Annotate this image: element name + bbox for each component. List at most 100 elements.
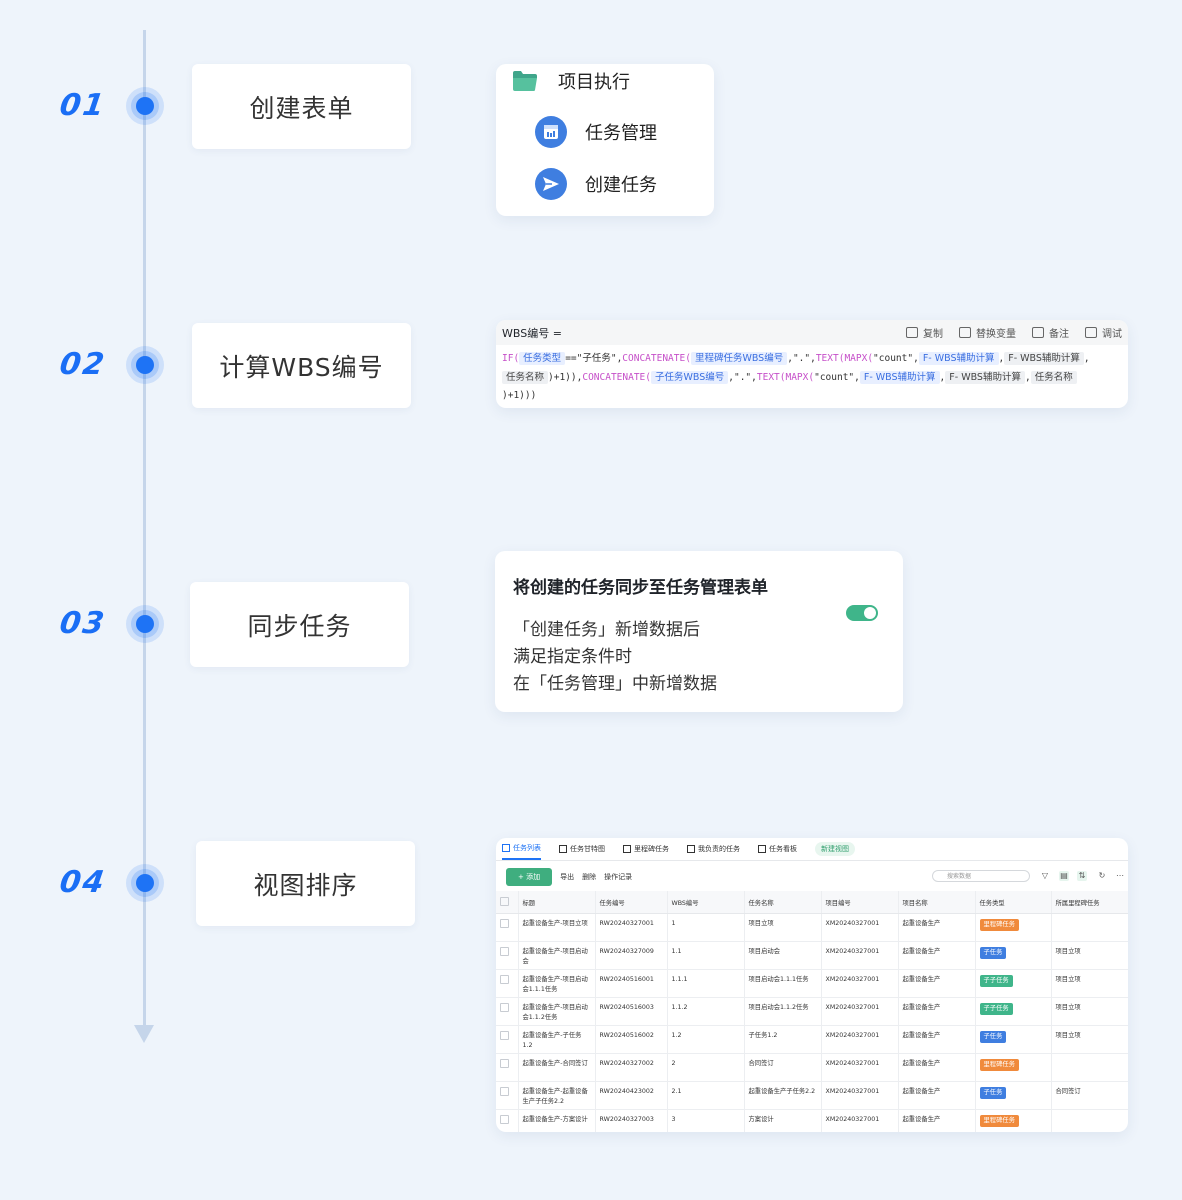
field-token: F- WBS辅助计算	[1004, 352, 1084, 365]
sync-rule-panel: 将创建的任务同步至任务管理表单 「创建任务」新增数据后 满足指定条件时 在「任务…	[495, 551, 903, 712]
table-view-panel: 任务列表 任务甘特图 里程碑任务 我负责的任务 任务看板 新建视图 + 添加 导…	[496, 838, 1128, 1132]
table-cell-wbs: 1	[667, 913, 745, 942]
table-cell-name: 子任务1.2	[744, 1025, 822, 1054]
table-cell-pname: 起重设备生产	[898, 913, 976, 942]
table-cell-proj: XM20240327001	[821, 1025, 899, 1054]
row-checkbox[interactable]	[496, 1053, 519, 1082]
menu-item-label: 任务管理	[585, 123, 657, 144]
more-icon[interactable]: ⋯	[1116, 871, 1124, 880]
folder-row[interactable]: 项目执行	[512, 68, 630, 94]
history-button[interactable]: 操作记录	[604, 873, 633, 881]
row-checkbox[interactable]	[496, 969, 519, 998]
debug-button[interactable]: 调试	[1085, 325, 1122, 340]
menu-item-create-task[interactable]: 创建任务	[535, 168, 657, 200]
note-button[interactable]: 备注	[1032, 325, 1069, 340]
column-header[interactable]: 项目编号	[821, 891, 899, 914]
row-checkbox[interactable]	[496, 997, 519, 1026]
note-icon	[1032, 327, 1044, 338]
export-button[interactable]: 导出	[560, 873, 575, 881]
replace-icon	[959, 327, 971, 338]
task-type-badge: 里程碑任务	[979, 1059, 1019, 1071]
column-header[interactable]: 所属里程碑任务	[1051, 891, 1128, 914]
view-icon[interactable]: ▤	[1059, 871, 1069, 881]
delete-button[interactable]: 删除	[582, 873, 597, 881]
new-view-button[interactable]: 新建视图	[815, 842, 855, 856]
formula-text[interactable]: IF(任务类型=="子任务",CONCATENATE(里程碑任务WBS编号,".…	[502, 352, 1090, 401]
table-cell-type: 子子任务	[975, 997, 1052, 1026]
table-cell-code: RW20240516001	[595, 969, 668, 998]
table-cell-code: RW20240516003	[595, 997, 668, 1026]
table-cell-wbs: 1.1	[667, 941, 745, 970]
table-cell-pname: 起重设备生产	[898, 1025, 976, 1054]
column-header[interactable]: 标题	[518, 891, 596, 914]
sort-icon[interactable]: ⇅	[1077, 871, 1087, 881]
table-cell-pname: 起重设备生产	[898, 941, 976, 970]
send-icon	[535, 168, 567, 200]
table-cell-parent: 合同签订	[1051, 1081, 1128, 1110]
column-header[interactable]: 项目名称	[898, 891, 976, 914]
refresh-icon[interactable]: ↻	[1098, 871, 1106, 880]
step-card-2: 计算WBS编号	[192, 323, 411, 408]
filter-icon[interactable]: ▽	[1041, 871, 1049, 880]
copy-button[interactable]: 复制	[906, 325, 943, 340]
row-checkbox[interactable]	[496, 1081, 519, 1110]
kanban-icon	[758, 845, 766, 853]
data-table: 标题 任务编号 WBS编号 任务名称 项目编号 项目名称 任务类型 所属里程碑任…	[496, 891, 1128, 1132]
step-number-4: 04	[57, 865, 109, 900]
field-token: F- WBS辅助计算	[918, 352, 999, 365]
table-cell-name: 项目启动会1.1.2任务	[744, 997, 822, 1026]
table-cell-parent: 项目立项	[1051, 1025, 1128, 1054]
column-header[interactable]: 任务类型	[975, 891, 1052, 914]
step-card-1: 创建表单	[192, 64, 411, 149]
tab-my-tasks[interactable]: 我负责的任务	[687, 838, 740, 860]
column-header[interactable]: 任务编号	[595, 891, 668, 914]
table-cell-name: 起重设备生产子任务2.2	[744, 1081, 822, 1110]
row-checkbox[interactable]	[496, 913, 519, 942]
row-checkbox[interactable]	[496, 1025, 519, 1054]
search-input[interactable]: 搜索数据	[932, 870, 1030, 882]
replace-variable-button[interactable]: 替换变量	[959, 325, 1016, 340]
folder-label: 项目执行	[558, 72, 630, 93]
debug-icon	[1085, 327, 1097, 338]
tab-gantt[interactable]: 任务甘特图	[559, 838, 605, 860]
table-cell-type: 子任务	[975, 941, 1052, 970]
table-cell-pname: 起重设备生产	[898, 1081, 976, 1110]
column-header[interactable]: WBS编号	[667, 891, 745, 914]
column-header[interactable]: 任务名称	[744, 891, 822, 914]
table-cell-proj: XM20240327001	[821, 1109, 899, 1132]
table-cell-pname: 起重设备生产	[898, 969, 976, 998]
add-button[interactable]: + 添加	[506, 868, 553, 886]
step-number-1: 01	[57, 88, 109, 123]
sync-toggle[interactable]	[846, 605, 878, 621]
table-cell-title: 起重设备生产-起重设备生产子任务2.2	[518, 1081, 596, 1110]
table-cell-proj: XM20240327001	[821, 1053, 899, 1082]
table-cell-wbs: 3	[667, 1109, 745, 1132]
row-checkbox[interactable]	[496, 941, 519, 970]
tab-milestone[interactable]: 里程碑任务	[623, 838, 669, 860]
field-token: F- WBS辅助计算	[859, 370, 940, 384]
table-header-row: 标题 任务编号 WBS编号 任务名称 项目编号 项目名称 任务类型 所属里程碑任…	[496, 891, 1128, 914]
task-type-badge: 里程碑任务	[979, 1115, 1019, 1127]
copy-icon	[906, 327, 918, 338]
timeline-arrow-icon	[134, 1025, 154, 1043]
row-checkbox[interactable]	[496, 1109, 519, 1132]
step-number-2: 02	[57, 347, 109, 382]
table-cell-title: 起重设备生产-合同签订	[518, 1053, 596, 1082]
table-cell-code: RW20240516002	[595, 1025, 668, 1054]
table-cell-type: 里程碑任务	[975, 1109, 1052, 1132]
select-all-checkbox[interactable]	[496, 891, 519, 914]
table-cell-proj: XM20240327001	[821, 997, 899, 1026]
tab-task-list[interactable]: 任务列表	[502, 838, 541, 860]
sync-rule-line-2: 满足指定条件时	[513, 647, 632, 667]
menu-item-task-management[interactable]: 任务管理	[535, 116, 657, 148]
tab-kanban[interactable]: 任务看板	[758, 838, 797, 860]
formula-editor-panel: WBS编号 = 复制 替换变量 备注 调试 IF(任务类型=="子任务",CON…	[496, 320, 1128, 408]
